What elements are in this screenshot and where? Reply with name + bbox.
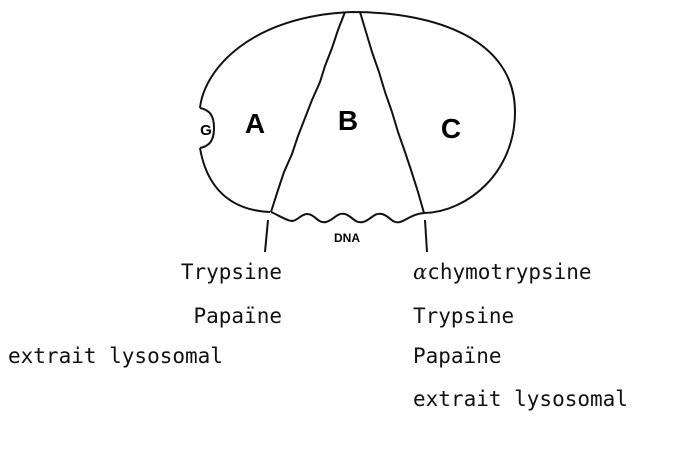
- alpha-symbol: α: [413, 260, 427, 284]
- right-list-item-alpha-chymotrypsine: αchymotrypsine: [413, 262, 592, 283]
- tick-left: [265, 220, 268, 252]
- left-list-item-trypsine: Trypsine: [172, 262, 282, 283]
- dna-strand: [271, 212, 424, 222]
- dna-label: DNA: [334, 231, 360, 245]
- region-c-label: C: [441, 113, 461, 144]
- tick-right: [425, 220, 427, 252]
- region-b-label: B: [338, 105, 358, 136]
- right-list-item-lysosomal: extrait lysosomal: [413, 389, 628, 410]
- right-list-item-papaine: Papaïne: [413, 346, 502, 367]
- left-list-item-lysosomal: extrait lysosomal: [8, 346, 223, 367]
- chymotrypsine-label: chymotrypsine: [427, 260, 591, 284]
- cleavage-line-left: [271, 12, 345, 212]
- region-a-label: A: [245, 108, 265, 139]
- left-list-item-papaine: Papaïne: [172, 306, 282, 327]
- right-list-item-trypsine: Trypsine: [413, 306, 514, 327]
- cleavage-line-right: [360, 12, 424, 213]
- region-g-label: G: [200, 122, 212, 139]
